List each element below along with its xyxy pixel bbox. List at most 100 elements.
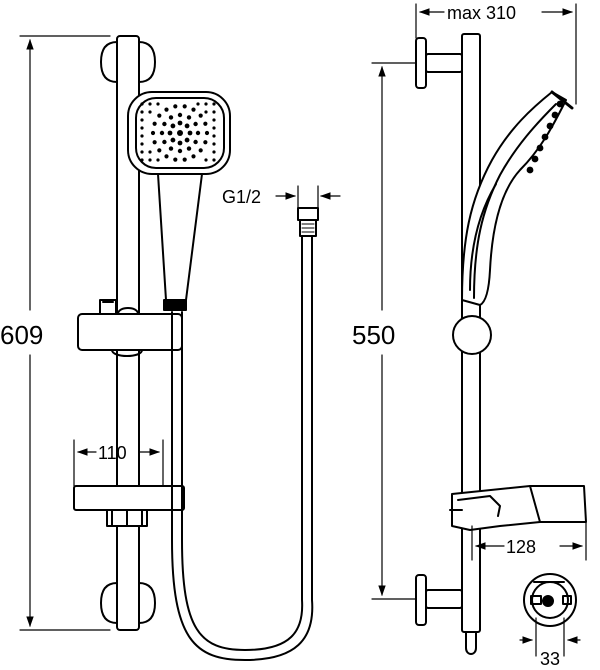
side-bottom-bracket: [415, 574, 463, 626]
side-hand-shower: [461, 90, 574, 306]
nozzle: [212, 150, 216, 154]
nozzle: [173, 157, 178, 162]
nozzle: [173, 104, 178, 109]
nozzle: [148, 150, 152, 154]
side-nozzle: [536, 144, 544, 152]
nozzle: [168, 146, 174, 151]
nozzle: [168, 115, 174, 120]
nozzle: [140, 110, 144, 114]
label-550: 550: [352, 320, 395, 350]
rail-height-dimension-550: [371, 62, 417, 600]
nozzle: [140, 118, 144, 122]
nozzle: [157, 148, 162, 153]
nozzle: [177, 130, 183, 136]
bracket-diameter-dimension-33: [519, 617, 581, 657]
nozzle: [156, 158, 160, 162]
dish-depth-dimension-128: [471, 521, 587, 561]
nozzle: [162, 121, 167, 127]
nozzle: [164, 154, 169, 159]
nozzle: [140, 102, 144, 106]
side-spray-face: [526, 100, 564, 174]
nozzle: [186, 115, 192, 120]
nozzle: [191, 154, 196, 159]
nozzle: [212, 118, 216, 122]
nozzle: [204, 102, 208, 106]
bracket-detail: [523, 573, 577, 627]
nozzle: [170, 137, 176, 143]
side-view: [415, 33, 587, 655]
nozzle: [177, 112, 183, 118]
thread-dimension: [275, 185, 341, 211]
nozzle: [157, 113, 162, 118]
side-nozzle: [531, 155, 539, 163]
nozzle: [184, 137, 190, 143]
nozzle: [212, 134, 216, 138]
side-nozzle: [541, 133, 549, 141]
nozzle: [191, 107, 196, 112]
nozzle: [177, 148, 183, 154]
nozzle: [196, 102, 200, 106]
dish-offset-dimension-110: [73, 439, 164, 487]
label-609: 609: [0, 320, 43, 350]
projection-dimension-max310: [415, 3, 577, 105]
shower-hose: [171, 235, 314, 661]
height-dimension-609: [19, 35, 111, 631]
nozzle: [204, 158, 208, 162]
nozzle: [140, 142, 144, 146]
nozzle: [140, 126, 144, 130]
handle-collar: [163, 299, 187, 311]
label-33: 33: [540, 649, 560, 669]
nozzle: [152, 121, 157, 126]
nozzle: [162, 139, 167, 145]
nozzle: [150, 130, 156, 136]
nozzle: [195, 130, 201, 136]
nozzle: [182, 104, 187, 109]
nozzle: [193, 139, 198, 145]
nozzle: [187, 130, 193, 136]
nozzle: [140, 158, 144, 162]
nozzle: [140, 134, 144, 138]
nozzle: [203, 121, 208, 126]
nozzle: [184, 123, 190, 129]
label-128: 128: [506, 537, 536, 557]
nozzle: [198, 113, 203, 118]
nozzle: [177, 140, 183, 146]
bottom-wall-bracket: [100, 582, 156, 624]
hand-shower-head: [127, 91, 231, 175]
top-wall-bracket: [100, 41, 156, 83]
nozzle: [152, 140, 157, 145]
side-nozzle: [551, 111, 559, 119]
shower-handle: [157, 173, 203, 301]
side-nozzle: [526, 166, 534, 174]
nozzle: [159, 130, 165, 136]
nozzle: [198, 148, 203, 153]
nozzle: [212, 102, 216, 106]
nozzle: [204, 130, 210, 136]
side-slider-knob: [452, 315, 492, 355]
nozzle: [177, 120, 183, 126]
nozzle: [193, 121, 198, 127]
nozzle: [203, 140, 208, 145]
nozzle: [156, 102, 160, 106]
nozzle: [212, 142, 216, 146]
nozzle: [140, 150, 144, 154]
nozzle: [148, 102, 152, 106]
nozzle: [212, 126, 216, 130]
nozzle: [148, 110, 152, 114]
soap-dish: [73, 485, 185, 527]
nozzle: [204, 110, 208, 114]
hose-connector: [297, 207, 319, 221]
front-view: [73, 35, 319, 661]
nozzle: [164, 107, 169, 112]
nozzle: [212, 110, 216, 114]
label-max-310: max 310: [447, 3, 516, 23]
side-soap-dish: [449, 485, 587, 531]
side-top-bracket: [415, 37, 463, 89]
nozzle: [167, 130, 173, 136]
nozzle: [182, 157, 187, 162]
nozzle: [148, 158, 152, 162]
nozzle: [186, 146, 192, 151]
side-nozzle: [546, 122, 554, 130]
label-110: 110: [98, 443, 127, 463]
